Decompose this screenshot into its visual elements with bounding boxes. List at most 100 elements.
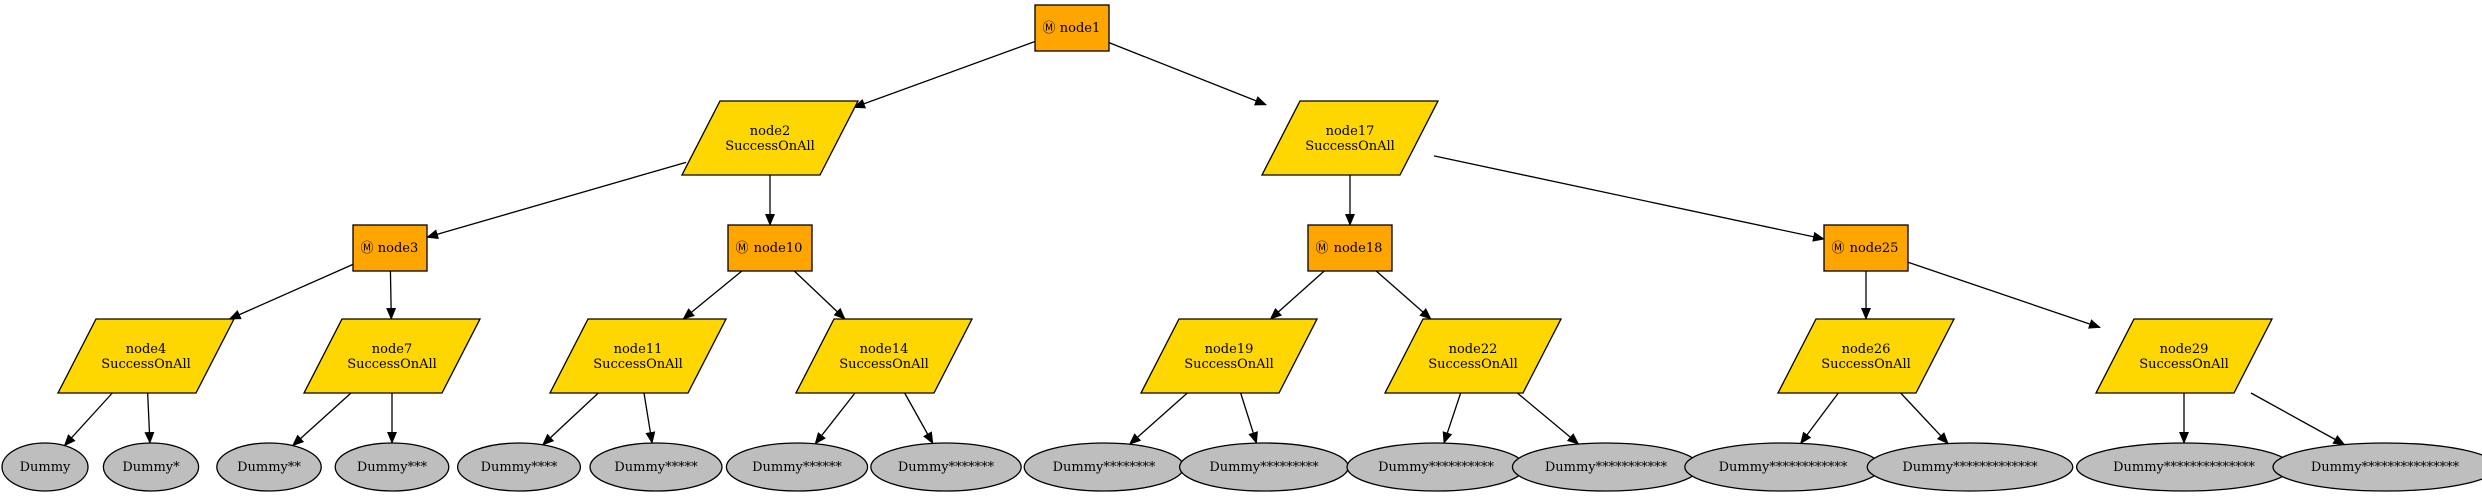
leaf-label: Dummy**************	[2113, 460, 2255, 475]
edge-n4-d1	[144, 392, 155, 445]
edge-n14-d7	[904, 392, 934, 445]
edge-n11-d5	[643, 392, 656, 445]
leaf-label: Dummy*	[122, 460, 180, 475]
edge-n3-n7	[386, 270, 397, 320]
edge-n10-n14	[793, 270, 846, 320]
node-policy-label: SuccessOnAll	[1428, 357, 1518, 372]
sequence-node-box	[1034, 4, 1110, 52]
leaf-label: Dummy****	[481, 460, 558, 475]
graph-node-Dummy-23[interactable]: Dummy********	[1023, 442, 1185, 492]
graph-node-Dummy-28[interactable]: Dummy*************	[1866, 442, 2074, 492]
graph-node-Dummy-16[interactable]: Dummy*	[102, 442, 200, 492]
sequence-node-box	[727, 224, 813, 272]
node-label: node11	[614, 342, 663, 357]
graph-node-Dummy-19[interactable]: Dummy****	[456, 442, 582, 492]
graph-node-Dummy-25[interactable]: Dummy**********	[1346, 442, 1526, 492]
sequence-node-box	[352, 224, 428, 272]
leaf-node-ellipse	[1, 442, 89, 492]
graph-node-Dummy-21[interactable]: Dummy******	[725, 442, 869, 492]
node-label: node22	[1449, 342, 1498, 357]
graph-node-Dummy-22[interactable]: Dummy*******	[870, 442, 1022, 492]
node-label: node26	[1842, 342, 1891, 357]
parallel-node-shape	[302, 318, 482, 394]
graph-node-Dummy-27[interactable]: Dummy************	[1684, 442, 1882, 492]
edge-n25-n29	[1907, 261, 2101, 329]
leaf-node-ellipse	[456, 442, 582, 492]
node-policy-label: SuccessOnAll	[1184, 357, 1274, 372]
leaf-label: Dummy*********	[1209, 460, 1319, 475]
edge-n7-d2	[291, 392, 352, 447]
node-label: node14	[860, 342, 909, 357]
node-label: node19	[1205, 342, 1254, 357]
leaf-node-ellipse	[2272, 442, 2482, 492]
leaf-label: Dummy**********	[1378, 460, 1494, 475]
parallel-node-shape	[1139, 318, 1319, 394]
parallel-node-shape	[56, 318, 236, 394]
edge-n22-d11	[1516, 392, 1580, 445]
edge-n1-n2	[853, 40, 1036, 109]
graph-node-Dummy-17[interactable]: Dummy**	[216, 442, 322, 492]
parallel-node-shape	[680, 100, 860, 176]
parallel-node-shape	[1776, 318, 1956, 394]
node-policy-label: SuccessOnAll	[1821, 357, 1911, 372]
node-policy-label: SuccessOnAll	[2139, 357, 2229, 372]
leaf-label: Dummy**	[237, 460, 301, 475]
edge-n19-d8	[1128, 392, 1188, 445]
edge-n10-n11	[682, 270, 743, 320]
edge-n11-d4	[541, 392, 599, 446]
parallel-node-shape	[794, 318, 974, 394]
node-label: node17	[1326, 124, 1375, 139]
leaf-node-ellipse	[1866, 442, 2074, 492]
graph-node-Dummy-15[interactable]: Dummy	[1, 442, 89, 492]
graph-node-Dummy-20[interactable]: Dummy*****	[589, 442, 723, 492]
node-label: node7	[372, 342, 413, 357]
graph-node-Dummy-26[interactable]: Dummy***********	[1511, 442, 1701, 492]
leaf-label: Dummy************	[1719, 460, 1848, 475]
node-policy-label: SuccessOnAll	[1305, 139, 1395, 154]
sequence-node-box	[1823, 224, 1909, 272]
parallel-node-shape	[1383, 318, 1563, 394]
leaf-node-ellipse	[102, 442, 200, 492]
memory-icon: Ⓜ	[735, 241, 748, 256]
leaf-label: Dummy***********	[1545, 460, 1668, 475]
edge-n17-n25	[1433, 155, 1825, 242]
parallel-node-shape	[2094, 318, 2274, 394]
edge-n4-d0	[63, 392, 113, 447]
memory-icon: Ⓜ	[360, 241, 373, 256]
memory-icon: Ⓜ	[1315, 241, 1328, 256]
memory-icon: Ⓜ	[1831, 241, 1844, 256]
node-label: node1	[1060, 21, 1101, 36]
node-label: node4	[126, 342, 167, 357]
graph-node-Dummy-18[interactable]: Dummy***	[334, 442, 450, 492]
node-label: node2	[750, 124, 791, 139]
graph-node-Dummy-24[interactable]: Dummy*********	[1178, 442, 1350, 492]
edge-n18-n22	[1375, 270, 1432, 320]
edge-n26-d12	[1800, 392, 1839, 445]
node-label: node25	[1850, 241, 1899, 256]
parallel-node-shape	[1260, 100, 1440, 176]
graph-node-Dummy-30[interactable]: Dummy***************	[2272, 442, 2482, 492]
leaf-label: Dummy******	[752, 460, 842, 475]
edge-n1-n17	[1108, 42, 1267, 106]
leaf-label: Dummy	[20, 460, 71, 475]
edge-n14-d6	[814, 392, 856, 445]
sequence-node-box	[1307, 224, 1393, 272]
graph-node-Dummy-29[interactable]: Dummy**************	[2075, 442, 2293, 492]
